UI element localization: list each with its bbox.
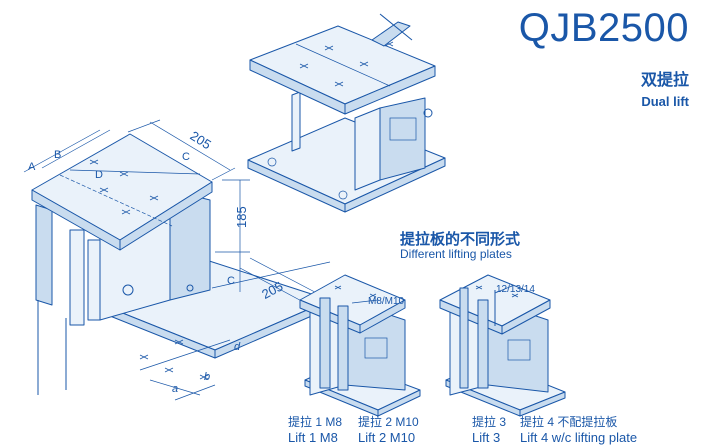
variant-label-lift-2: 提拉 2 M10 Lift 2 M10 (358, 414, 419, 446)
dimension-height: 185 (234, 206, 249, 228)
callout-thread-12-13-14: 12/13/14 (496, 284, 535, 295)
dimension-label-b-upper: B (54, 149, 61, 161)
variant-label-en: Lift 4 w/c lifting plate (520, 430, 638, 445)
variant-label-cn: 提拉 3 (472, 415, 507, 429)
dimension-label-d-lower: d (234, 341, 241, 353)
dimension-label-a-upper: A (28, 161, 36, 173)
variant-label-lift-3: 提拉 3 Lift 3 (472, 414, 506, 446)
subtitle-chinese: 双提拉 (640, 72, 689, 89)
variant-label-en: Lift 1 M8 (288, 430, 338, 445)
dimensioned-lift-unit (23, 119, 331, 401)
model-title: QJB2500 (518, 6, 689, 50)
variant-label-en: Lift 3 (472, 430, 501, 445)
dimension-label-a-lower: a (172, 383, 178, 395)
section-title-english: Different lifting plates (400, 247, 512, 261)
variant-lift-3-4-drawing (439, 274, 566, 417)
isometric-lift-unit-top (247, 13, 446, 213)
subtitle-english: Dual lift (641, 94, 689, 109)
variant-label-lift-1: 提拉 1 M8 Lift 1 M8 (288, 414, 342, 446)
variant-lift-1-2-drawing (299, 274, 421, 417)
variant-label-en: Lift 2 M10 (358, 430, 416, 445)
variant-label-cn: 提拉 1 M8 (288, 415, 343, 429)
section-title-chinese: 提拉板的不同形式 (400, 231, 521, 248)
variant-label-lift-4: 提拉 4 不配提拉板 Lift 4 w/c lifting plate (520, 414, 637, 446)
dimension-top-width: 205 (188, 128, 214, 152)
dimension-label-c: C (182, 151, 190, 163)
dimension-label-d-upper: D (95, 169, 103, 181)
dimension-label-c-side: C (227, 275, 235, 287)
callout-thread-m8-m10: M8/M10 (368, 296, 405, 307)
dimension-label-b-lower: b (204, 371, 210, 383)
variant-label-cn: 提拉 4 不配提拉板 (520, 415, 618, 429)
variant-label-cn: 提拉 2 M10 (358, 415, 419, 429)
